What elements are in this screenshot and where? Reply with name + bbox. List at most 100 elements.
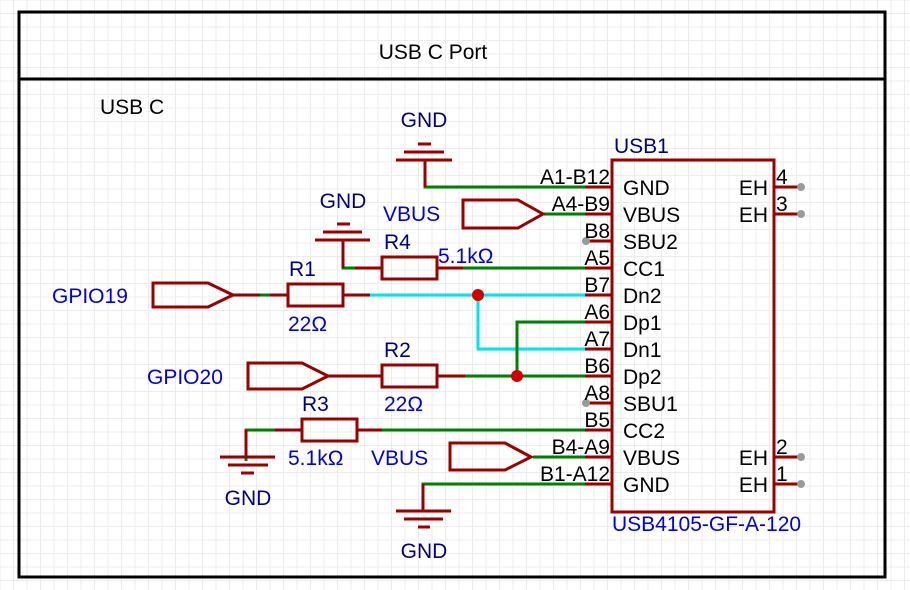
resistor-designator: R3 — [302, 393, 329, 416]
net-port-label: VBUS — [371, 447, 428, 470]
pin-name: Dn2 — [623, 285, 662, 308]
ground-symbol-bottom[interactable]: GND — [396, 484, 451, 563]
pin-eh-4[interactable]: 4 EH — [739, 166, 805, 200]
pin-number: A1-B12 — [540, 166, 610, 189]
pin-a4-b9[interactable]: A4-B9 VBUS — [552, 193, 681, 227]
component-body[interactable] — [610, 158, 776, 514]
sheet-frame — [17, 10, 887, 579]
pin-b8[interactable]: B8 SBU2 — [582, 220, 678, 254]
junction-dot — [472, 289, 484, 301]
pin-number: A5 — [584, 247, 610, 270]
no-connect-dot — [797, 183, 805, 191]
pin-name: VBUS — [623, 447, 680, 470]
pin-name: CC1 — [623, 258, 665, 281]
pin-a8[interactable]: A8 SBU1 — [582, 382, 678, 416]
pin-number: B5 — [584, 409, 610, 432]
no-connect-dot — [582, 399, 590, 407]
no-connect-dot — [582, 237, 590, 245]
pin-name: GND — [623, 474, 670, 497]
pin-b6[interactable]: B6 Dp2 — [584, 355, 661, 389]
ground-symbol-r4[interactable]: GND — [315, 190, 370, 268]
junction-dot — [511, 370, 523, 382]
pin-number: B4-A9 — [552, 436, 610, 459]
no-connect-dot — [797, 480, 805, 488]
resistor-designator: R1 — [289, 258, 316, 281]
net-port-vbus-top[interactable]: VBUS — [383, 198, 547, 230]
pin-b1-a12[interactable]: B1-A12 GND — [540, 463, 670, 497]
net-port-label: GPIO19 — [52, 285, 128, 308]
pin-name: Dp2 — [623, 366, 662, 389]
pin-name: EH — [739, 447, 768, 470]
wire-gnd-bottom[interactable] — [421, 482, 585, 511]
pin-eh-1[interactable]: 1 EH — [739, 463, 805, 497]
pin-name: Dp1 — [623, 312, 662, 335]
pin-number: A4-B9 — [552, 193, 610, 216]
resistor-body[interactable] — [380, 255, 439, 281]
resistor-r1[interactable]: R1 22Ω — [270, 258, 370, 336]
pin-number: A8 — [584, 382, 610, 405]
resistor-value: 22Ω — [288, 313, 327, 336]
section-label: USB C — [100, 96, 164, 119]
pin-eh-2[interactable]: 2 EH — [739, 436, 805, 470]
pin-name: EH — [739, 177, 768, 200]
ground-symbol-top[interactable]: GND — [396, 109, 452, 187]
pin-name: CC2 — [623, 420, 665, 443]
wire-dn1[interactable] — [476, 295, 585, 351]
ground-label: GND — [401, 109, 448, 132]
pin-number: B7 — [584, 274, 610, 297]
resistor-value: 5.1kΩ — [288, 447, 343, 470]
pin-name: EH — [739, 474, 768, 497]
pin-number: B8 — [584, 220, 610, 243]
pin-name: SBU1 — [623, 393, 678, 416]
pin-eh-3[interactable]: 3 EH — [739, 193, 805, 227]
sheet-title: USB C Port — [379, 41, 488, 64]
wire-dp1[interactable] — [515, 320, 585, 376]
pin-name: EH — [739, 204, 768, 227]
resistor-r2[interactable]: R2 22Ω — [356, 339, 465, 416]
component-part-number: USB4105-GF-A-120 — [612, 513, 801, 536]
net-port-gpio19[interactable]: GPIO19 — [52, 281, 260, 309]
pin-a1-b12[interactable]: A1-B12 GND — [540, 166, 670, 200]
resistor-body[interactable] — [286, 282, 345, 308]
pin-number: B6 — [584, 355, 610, 378]
pin-number: B1-A12 — [540, 463, 610, 486]
pin-number: A7 — [584, 328, 610, 351]
pin-number: A6 — [584, 301, 610, 324]
wire-r4-gnd[interactable] — [341, 240, 380, 270]
ground-label: GND — [225, 487, 272, 510]
pin-name: VBUS — [623, 204, 680, 227]
component-designator: USB1 — [614, 135, 669, 158]
port-arrow-shape[interactable] — [448, 441, 535, 472]
port-arrow-shape[interactable] — [461, 198, 547, 230]
pin-b5[interactable]: B5 CC2 — [584, 409, 665, 443]
net-port-label: GPIO20 — [147, 366, 223, 389]
resistor-r4[interactable]: R4 5.1kΩ — [355, 231, 493, 281]
resistor-designator: R4 — [384, 231, 411, 254]
pin-a7[interactable]: A7 Dn1 — [584, 328, 661, 362]
pin-number: 4 — [776, 166, 788, 189]
pin-b7[interactable]: B7 Dn2 — [584, 274, 661, 308]
port-arrow-shape[interactable] — [151, 281, 237, 309]
resistor-value: 22Ω — [384, 393, 423, 416]
pin-name: GND — [623, 177, 670, 200]
pin-a6[interactable]: A6 Dp1 — [584, 301, 661, 335]
pin-number: 2 — [776, 436, 788, 459]
ground-label: GND — [401, 540, 448, 563]
pin-number: 3 — [776, 193, 788, 216]
net-port-gpio20[interactable]: GPIO20 — [147, 361, 358, 391]
port-arrow-shape[interactable] — [246, 361, 332, 391]
resistor-r3[interactable]: R3 5.1kΩ — [275, 393, 382, 470]
pin-name: SBU2 — [623, 231, 678, 254]
resistor-body[interactable] — [380, 363, 439, 389]
no-connect-dot — [797, 453, 805, 461]
pin-a5[interactable]: A5 CC1 — [584, 247, 665, 281]
pin-number: 1 — [776, 463, 788, 486]
pin-name: Dn1 — [623, 339, 662, 362]
resistor-designator: R2 — [384, 339, 411, 362]
net-port-vbus-bottom[interactable]: VBUS — [371, 441, 535, 472]
ground-symbol-r3[interactable]: GND — [220, 430, 275, 510]
pin-b4-a9[interactable]: B4-A9 VBUS — [552, 436, 681, 470]
